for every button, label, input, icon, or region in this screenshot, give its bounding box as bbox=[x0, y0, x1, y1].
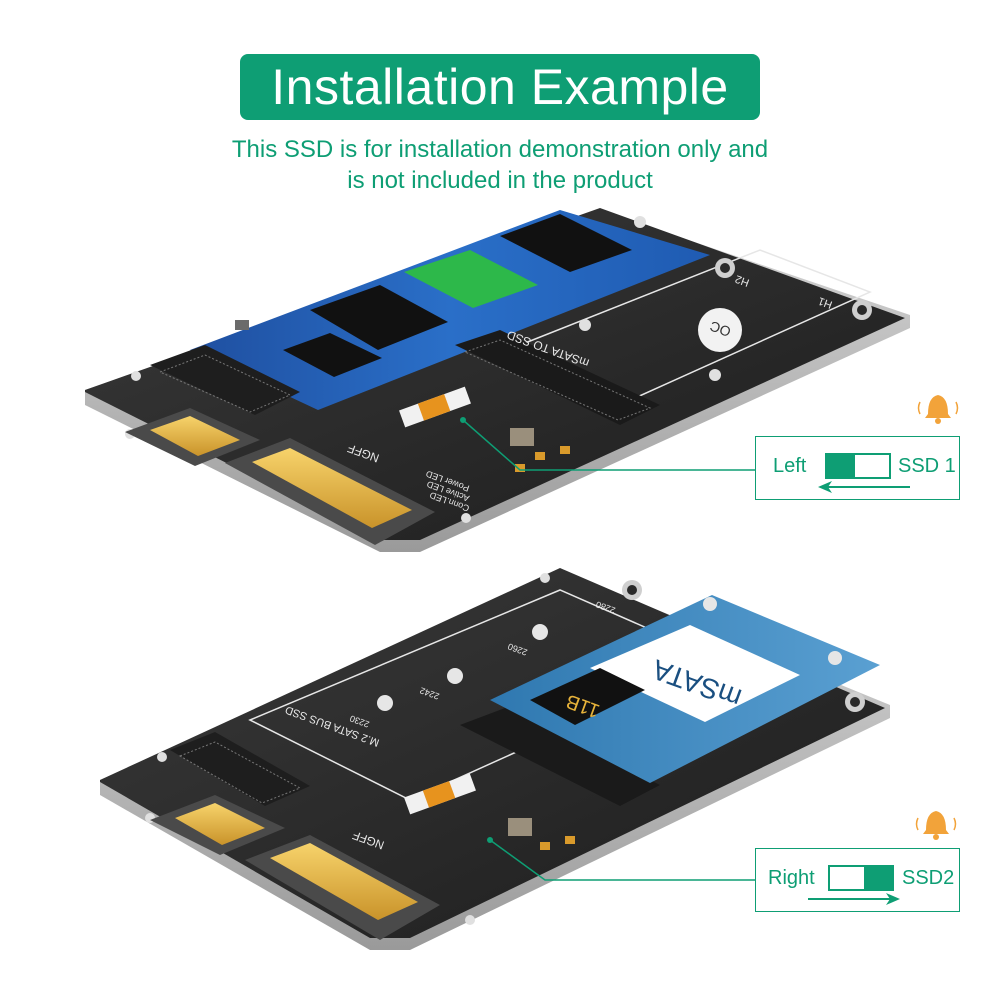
disclaimer-line-2: is not included in the product bbox=[347, 167, 653, 194]
right-arrow-icon bbox=[808, 898, 890, 900]
page-title: Installation Example bbox=[271, 59, 729, 115]
top-h2-label: H2 bbox=[734, 272, 751, 288]
switch-position-left-label: Left bbox=[773, 455, 807, 477]
top-h1-label: H1 bbox=[817, 294, 834, 310]
bell-icon bbox=[915, 811, 957, 840]
title-banner: Installation Example bbox=[240, 54, 760, 120]
arrowhead-right-icon bbox=[886, 893, 900, 905]
arrowhead-left-icon bbox=[818, 481, 832, 493]
disclaimer-line-1: This SSD is for installation demonstrati… bbox=[231, 136, 769, 163]
switch-knob bbox=[827, 455, 855, 477]
bottom-adapter-board: mSATA 11B NGFF M.2 SATA BUS SSD 2230 224… bbox=[100, 568, 890, 950]
switch-callout-ssd1: Left SSD 1 bbox=[755, 436, 960, 500]
switch-knob bbox=[864, 867, 892, 889]
left-arrow-icon bbox=[828, 486, 910, 488]
ssd1-label: SSD 1 bbox=[898, 455, 956, 477]
slide-switch-right bbox=[828, 865, 894, 891]
top-pointer-line bbox=[462, 419, 755, 471]
switch-callout-ssd2: Right SSD2 bbox=[755, 848, 960, 912]
ssd2-label: SSD2 bbox=[902, 867, 955, 889]
disclaimer-note: This SSD is for installation demonstrati… bbox=[150, 134, 850, 196]
svg-text:OC: OC bbox=[708, 318, 733, 340]
bell-icon bbox=[917, 395, 959, 424]
top-adapter-board: OC NGFF mSATA TO SSD H1 H2 Power L bbox=[85, 208, 910, 552]
bottom-pointer-line bbox=[489, 839, 755, 881]
slide-switch-left bbox=[825, 453, 891, 479]
switch-position-right-label: Right bbox=[768, 867, 815, 889]
